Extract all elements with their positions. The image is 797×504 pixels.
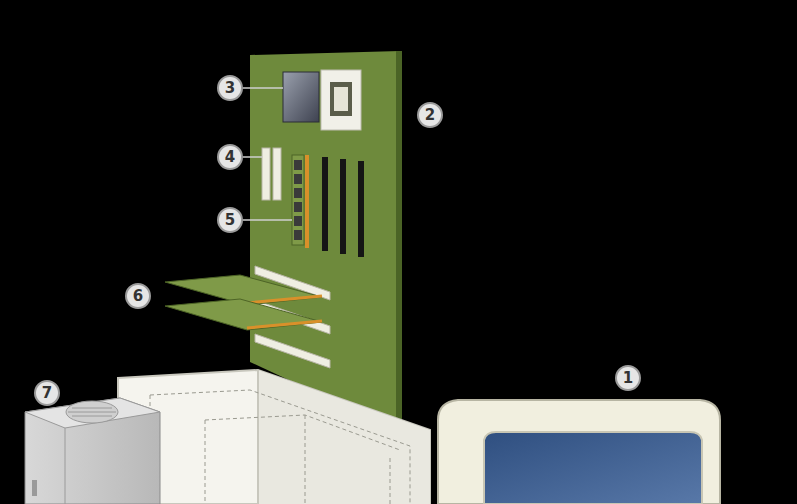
expansion-card [165,299,322,330]
dashed-line [205,415,400,450]
fan-grille [68,412,116,413]
ide-connector [273,148,281,200]
dashed-line [305,415,306,504]
ram-module [292,155,304,245]
fan-grille [72,416,112,417]
ram-chip [294,216,302,226]
card-contacts [247,321,322,328]
card-contacts [247,296,322,303]
socket-inner [334,87,348,111]
callout-number: 1 [615,365,641,391]
psu-fan [66,401,118,423]
pci-slot [255,334,330,368]
psu-edge [65,428,66,504]
fan-grille [72,408,112,409]
ram-chip [294,160,302,170]
motherboard-edge [396,51,402,434]
callout-number: 6 [125,283,151,309]
socket-center [330,82,352,116]
callout-number: 7 [34,380,60,406]
dashed-line [205,420,206,504]
ram-chip [294,202,302,212]
monitor-screen [484,432,702,504]
callout-number: 4 [217,144,243,170]
ram-chip [294,188,302,198]
callout-number: 3 [217,75,243,101]
memory-slot [322,157,328,251]
ram-chip [294,230,302,240]
ram-contacts [305,155,309,248]
cpu-chip [283,72,319,122]
callout-number: 5 [217,207,243,233]
psu-switch [32,480,37,496]
leader-line [243,156,262,158]
leader-line [243,219,292,221]
case-edge [257,370,259,504]
monitor-bezel [438,400,720,504]
power-supply [25,398,160,504]
memory-slot [358,161,364,257]
ide-connector [262,148,270,200]
dashed-line [150,390,410,504]
ram-chip [294,174,302,184]
computer-case [118,370,430,504]
memory-slot [340,159,346,254]
dashed-line [390,458,391,504]
callout-number: 2 [417,102,443,128]
cpu-socket [321,70,361,130]
case-side [258,370,430,504]
leader-line [243,87,283,89]
